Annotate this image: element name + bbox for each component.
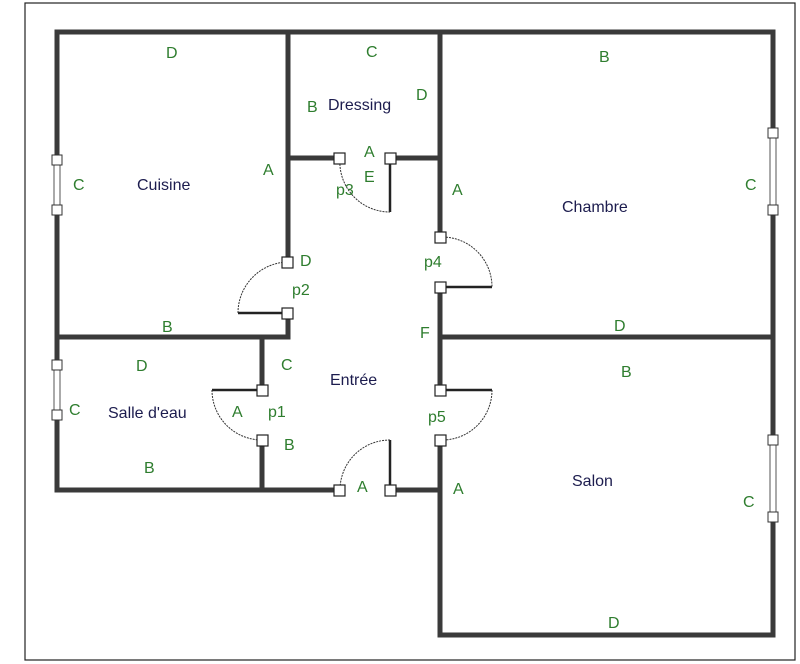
label: D [300, 253, 312, 270]
room-dressing: Dressing [328, 97, 391, 114]
windows [51, 127, 779, 523]
label: D [166, 45, 178, 62]
room-salon: Salon [572, 473, 613, 490]
label: D [614, 318, 626, 335]
door-p1: p1 [268, 404, 286, 421]
window-salle-deau [53, 364, 61, 416]
room-names: Cuisine Dressing Chambre Entrée Salle d'… [108, 97, 628, 490]
window-chambre [769, 132, 777, 211]
wall-labels: D C A B C B D A E D C F B A B A C D D C … [69, 44, 757, 632]
label: C [69, 402, 81, 419]
label: B [284, 437, 295, 454]
label: D [608, 615, 620, 632]
label: B [621, 364, 632, 381]
label: C [281, 357, 293, 374]
label: E [364, 169, 375, 186]
walls [54, 29, 776, 638]
label: D [136, 358, 148, 375]
doors [211, 152, 493, 497]
label: C [366, 44, 378, 61]
window-salon [769, 439, 777, 518]
room-salle-deau: Salle d'eau [108, 405, 187, 422]
label: C [743, 494, 755, 511]
door-labels: p1 p2 p3 p4 p5 [268, 182, 446, 426]
label: F [420, 325, 430, 342]
room-cuisine: Cuisine [137, 177, 190, 194]
door-p5: p5 [428, 409, 446, 426]
label: B [307, 99, 318, 116]
label: A [232, 404, 243, 421]
door-p3: p3 [336, 182, 354, 199]
label: A [452, 182, 463, 199]
label: D [416, 87, 428, 104]
label: B [599, 49, 610, 66]
room-entree: Entrée [330, 372, 377, 389]
door-p4: p4 [424, 254, 442, 271]
label: C [745, 177, 757, 194]
label: C [73, 177, 85, 194]
frame [24, 2, 796, 661]
label: A [263, 162, 274, 179]
label: A [453, 481, 464, 498]
wall-right [437, 29, 776, 638]
label: B [144, 460, 155, 477]
room-chambre: Chambre [562, 199, 628, 216]
label: A [357, 479, 368, 496]
label: A [364, 144, 375, 161]
door-p2: p2 [292, 282, 310, 299]
label: B [162, 319, 173, 336]
window-cuisine [53, 159, 61, 211]
